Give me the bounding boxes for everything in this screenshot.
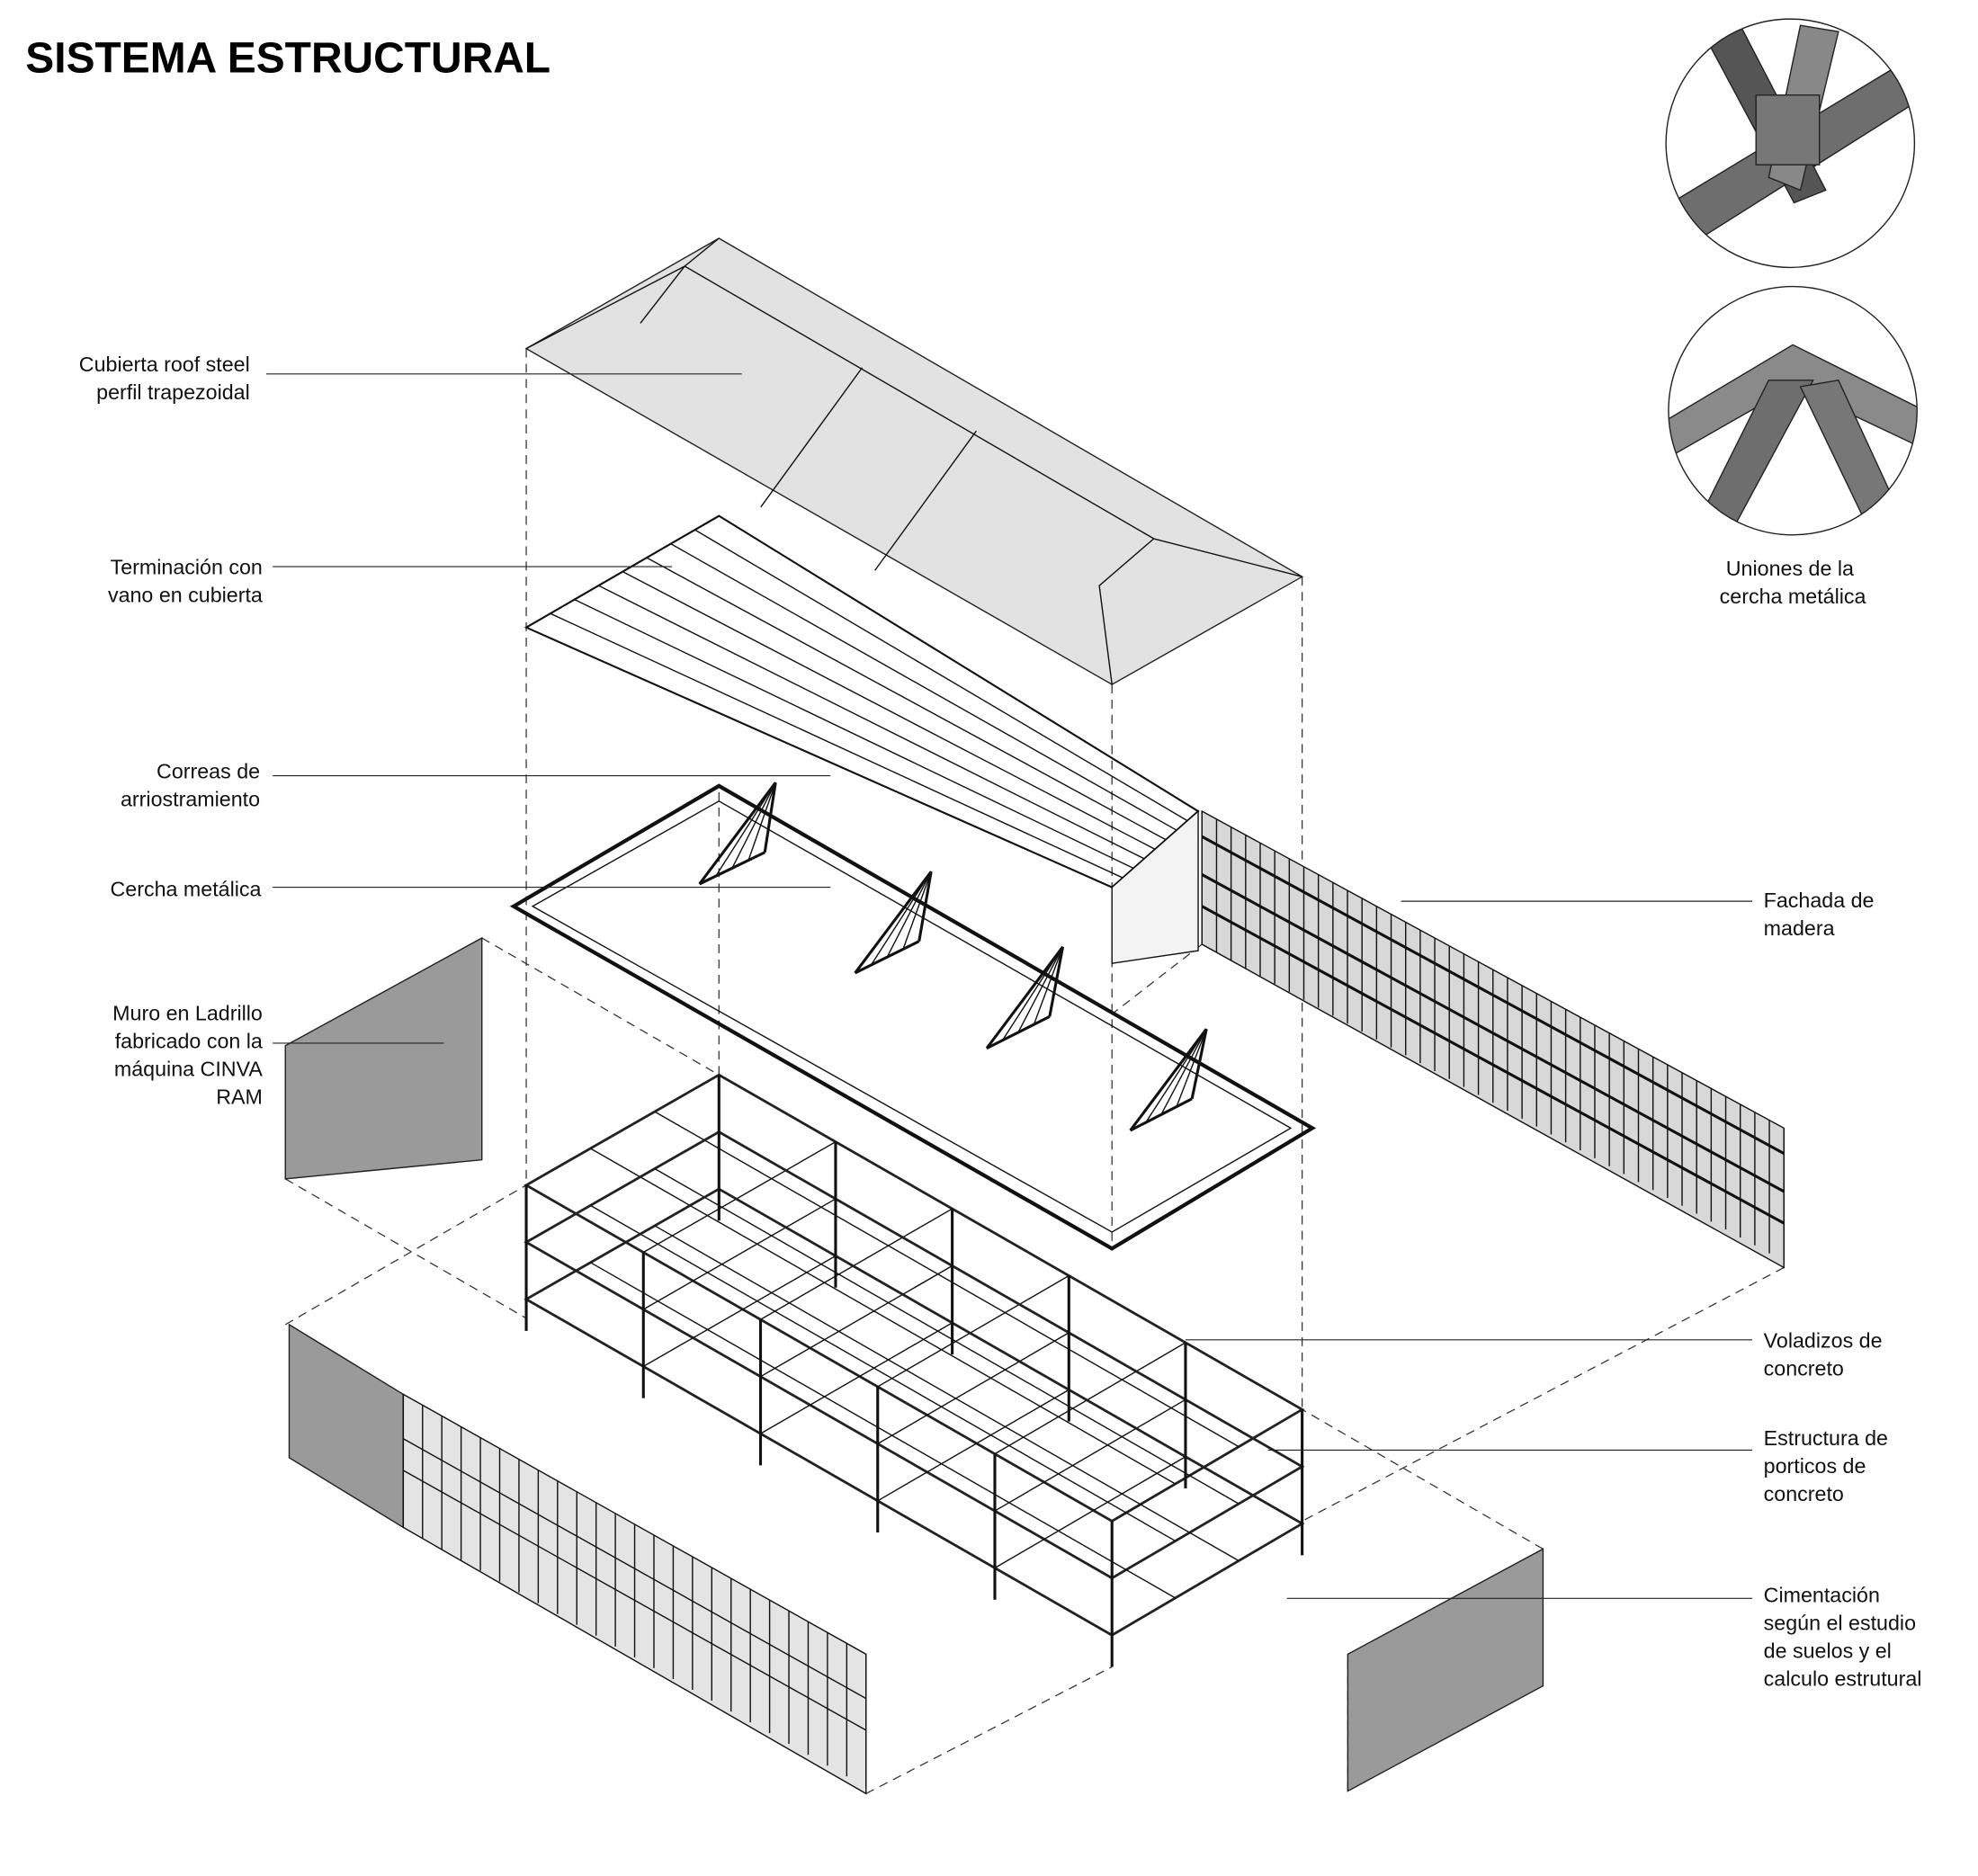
transom	[402, 1470, 867, 1731]
truss-joint-detail-1	[1665, 18, 1916, 269]
beam	[760, 1208, 953, 1320]
beam	[760, 1264, 953, 1378]
truss-chord	[1048, 946, 1065, 1017]
beam	[994, 1398, 1186, 1512]
beam	[642, 1255, 837, 1368]
roof-cover	[524, 237, 1304, 685]
beam	[642, 1198, 837, 1310]
wood-rail	[1201, 873, 1785, 1193]
truss-chord	[763, 782, 777, 853]
truss-web	[731, 782, 776, 869]
label-truss: Cercha metálica	[110, 877, 261, 900]
beam	[654, 1225, 1240, 1562]
truss-web	[1176, 1028, 1207, 1107]
truss-chord	[1129, 1028, 1208, 1131]
wood-rail	[1201, 835, 1785, 1155]
truss-chord	[985, 945, 1064, 1050]
front-facade	[402, 1393, 867, 1795]
roof-purlins	[524, 514, 1200, 965]
wood-rail	[1201, 905, 1785, 1225]
transom	[402, 1438, 867, 1700]
beam	[877, 1332, 1070, 1444]
wood-facade	[1201, 809, 1785, 1269]
beam	[642, 1141, 837, 1254]
truss-chord	[1190, 1028, 1208, 1100]
details-caption: Uniones de la cercha metálica	[1720, 557, 1866, 608]
truss-web	[715, 782, 776, 877]
purlin	[598, 585, 1145, 860]
beam	[994, 1456, 1186, 1569]
truss-web	[1145, 1028, 1207, 1123]
steel-truss	[509, 782, 1317, 1251]
beam	[877, 1389, 1070, 1502]
beam	[590, 1204, 1177, 1542]
truss-web	[902, 871, 932, 950]
truss-web	[886, 871, 932, 958]
purlin	[550, 612, 1123, 879]
brick-wall-right	[1347, 1548, 1544, 1792]
beam	[877, 1274, 1070, 1388]
truss-chord	[698, 782, 777, 885]
purlin	[646, 557, 1167, 841]
purlin	[574, 599, 1134, 870]
brick-wall-left	[284, 936, 483, 1180]
truss-web	[1160, 1028, 1207, 1115]
brick-wall-front-left	[288, 1323, 405, 1529]
beam	[654, 1167, 1240, 1505]
beam	[994, 1342, 1186, 1455]
truss-web	[1017, 946, 1064, 1033]
beam	[654, 1111, 1240, 1448]
page-title: SISTEMA ESTRUCTURAL	[25, 34, 550, 82]
truss-web	[870, 871, 932, 966]
truss-joint-detail-2	[1668, 285, 1918, 536]
beam	[760, 1322, 953, 1434]
purlin	[622, 571, 1156, 850]
purlin	[694, 529, 1188, 822]
concrete-frame	[524, 1073, 1305, 1667]
truss-chord	[917, 871, 933, 942]
truss-web	[1033, 946, 1064, 1025]
beam	[590, 1262, 1177, 1599]
truss-chord	[854, 871, 933, 974]
purlin	[670, 543, 1177, 831]
truss-web	[747, 782, 776, 861]
truss-web	[1001, 946, 1064, 1041]
beam	[590, 1148, 1177, 1485]
truss-chord	[698, 851, 765, 886]
